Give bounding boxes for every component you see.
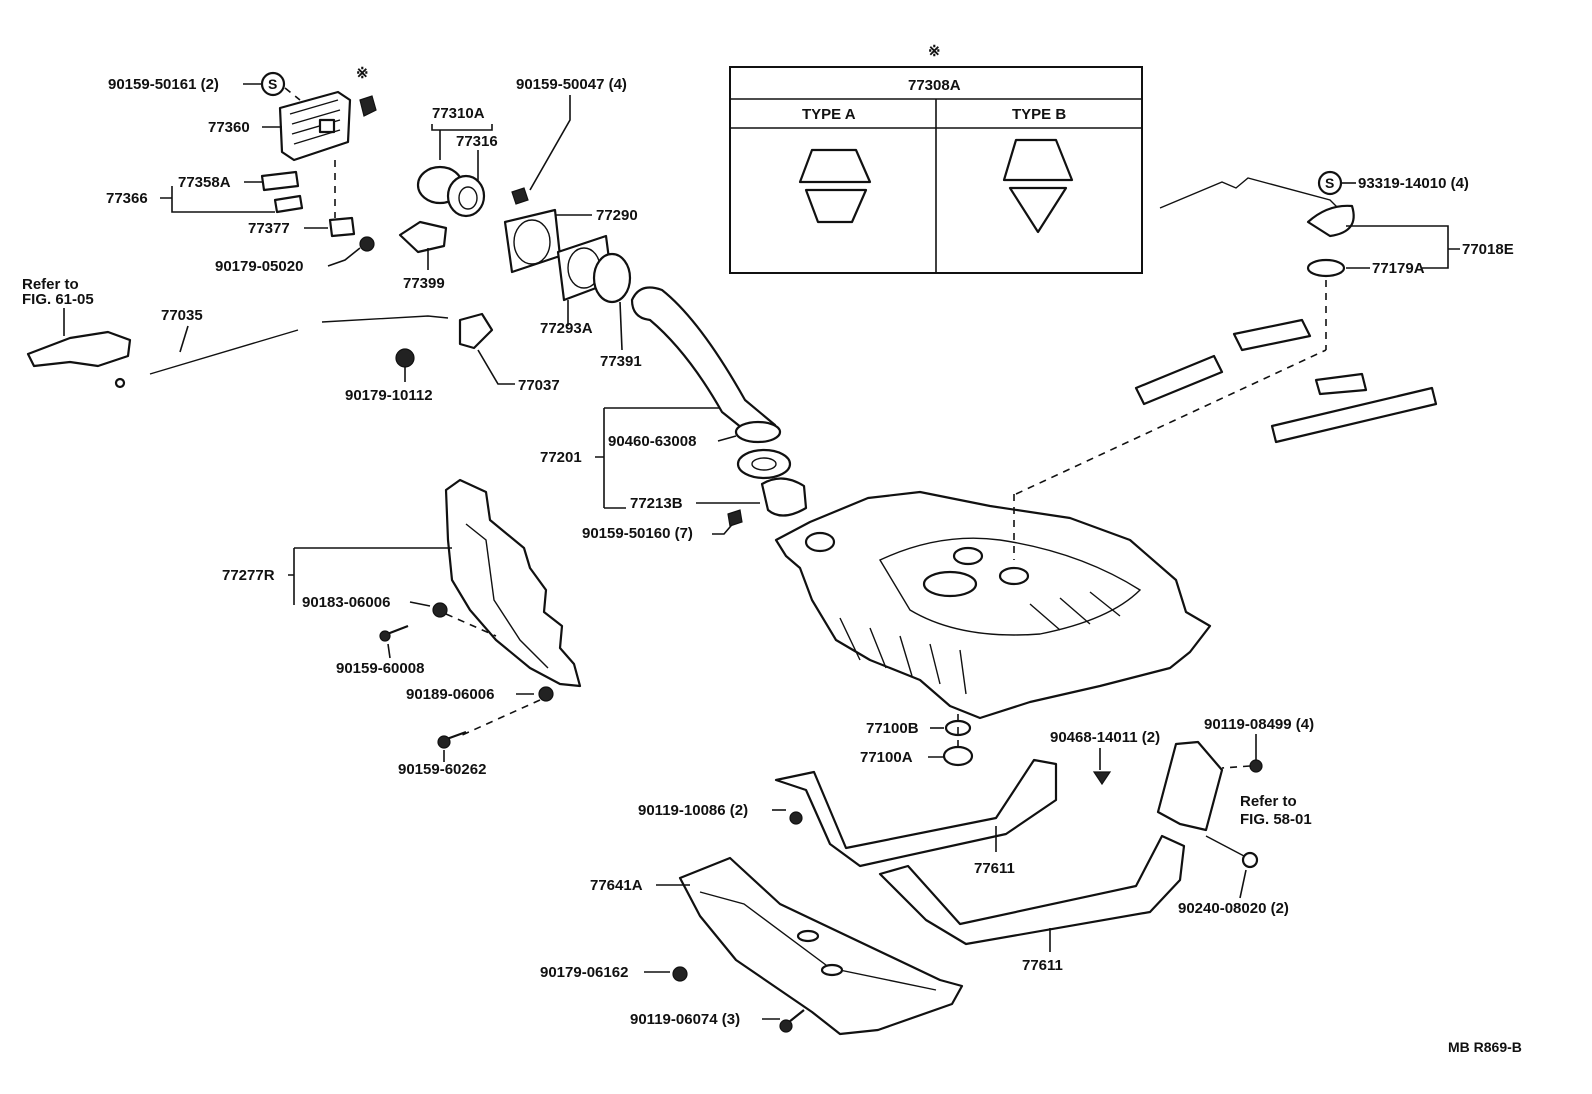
label-93319-14010: 93319-14010 (4) <box>1358 175 1469 192</box>
label-90468-14011: 90468-14011 (2) <box>1050 729 1160 746</box>
s-circle-letter-right: S <box>1325 175 1334 191</box>
label-90183-06006: 90183-06006 <box>302 594 390 611</box>
type-b-bumper-icon <box>1002 138 1074 182</box>
type-table: ※ 77308A TYPE A TYPE B <box>729 43 1143 274</box>
label-77316: 77316 <box>456 133 498 150</box>
label-90240-08020: 90240-08020 (2) <box>1178 900 1289 917</box>
label-77018E: 77018E <box>1462 241 1514 258</box>
label-90119-08499: 90119-08499 (4) <box>1204 716 1314 733</box>
label-90119-10086: 90119-10086 (2) <box>638 802 748 819</box>
s-circle-letter: S <box>268 76 277 92</box>
label-90159-60262: 90159-60262 <box>398 761 486 778</box>
protector-77641A: 77641A 90179-06162 90119-06074 (3) <box>540 856 964 1036</box>
label-90159-60008: 90159-60008 <box>336 660 424 677</box>
label-77360: 77360 <box>208 119 250 136</box>
label-77293A: 77293A <box>540 320 593 337</box>
label-77100A: 77100A <box>860 749 913 766</box>
refer-61-line2: FIG. 61-05 <box>22 291 94 308</box>
refer-58-line2: FIG. 58-01 <box>1240 811 1312 828</box>
label-77391: 77391 <box>600 353 642 370</box>
label-90159-50160: 90159-50160 (7) <box>582 525 693 542</box>
type-table-col-b: TYPE B <box>1012 106 1066 123</box>
label-77611-lower: 77611 <box>1022 957 1063 974</box>
s-circle-icon <box>260 71 286 97</box>
label-77399: 77399 <box>403 275 445 292</box>
clip-icon <box>359 95 377 117</box>
label-77641A: 77641A <box>590 877 643 894</box>
label-77179A: 77179A <box>1372 260 1425 277</box>
hinge-assembly: 77310A 77316 77399 <box>398 105 498 292</box>
label-77037: 77037 <box>518 377 560 394</box>
label-90179-05020: 90179-05020 <box>215 258 303 275</box>
type-table-marker: ※ <box>928 43 941 60</box>
filler-neck-assembly: 90159-50047 (4) 77290 77293A 77391 77201… <box>503 76 808 542</box>
opener-cable: Refer to FIG. 61-05 77035 77037 90179-10… <box>22 276 560 404</box>
fuel-tank: 77100B 77100A <box>774 349 1327 767</box>
label-77277R: 77277R <box>222 567 275 584</box>
label-90159-50161: 90159-50161 (2) <box>108 76 219 93</box>
refer-61-line1: Refer to <box>22 276 79 293</box>
label-90189-06006: 90189-06006 <box>406 686 494 703</box>
label-77611-upper: 77611 <box>974 860 1015 877</box>
label-77201: 77201 <box>540 449 582 466</box>
label-90179-06162: 90179-06162 <box>540 964 628 981</box>
label-90119-06074: 90119-06074 (3) <box>630 1011 740 1028</box>
label-77377: 77377 <box>248 220 290 237</box>
label-77100B: 77100B <box>866 720 919 737</box>
type-a-bumper-icon <box>798 148 872 184</box>
type-table-col-a: TYPE A <box>802 106 856 123</box>
protector-77277R: 77277R 90183-06006 90159-60008 90189-060… <box>222 478 582 778</box>
label-77213B: 77213B <box>630 495 683 512</box>
label-90159-50047: 90159-50047 (4) <box>516 76 627 93</box>
marker-star-top: ※ <box>356 65 369 82</box>
label-77290: 77290 <box>596 207 638 224</box>
label-77366: 77366 <box>106 190 148 207</box>
refer-58-line1: Refer to <box>1240 793 1297 810</box>
label-77035: 77035 <box>161 307 203 324</box>
label-90179-10112: 90179-10112 <box>345 387 433 404</box>
tank-bands: 77611 90119-10086 (2) 77611 90468-14011 … <box>638 716 1314 974</box>
fuel-lid-assembly: 90159-50161 (2) S 77360 ※ 77358A 77366 7… <box>106 65 377 275</box>
label-90460-63008: 90460-63008 <box>608 433 696 450</box>
diagram-reference-code: MB R869-B <box>1448 1039 1522 1055</box>
type-table-header: 77308A <box>908 77 961 94</box>
label-77310A: 77310A <box>432 105 485 122</box>
vent-tube-assembly: S 93319-14010 (4) 77018E 77179A <box>1134 170 1514 444</box>
label-77358A: 77358A <box>178 174 231 191</box>
